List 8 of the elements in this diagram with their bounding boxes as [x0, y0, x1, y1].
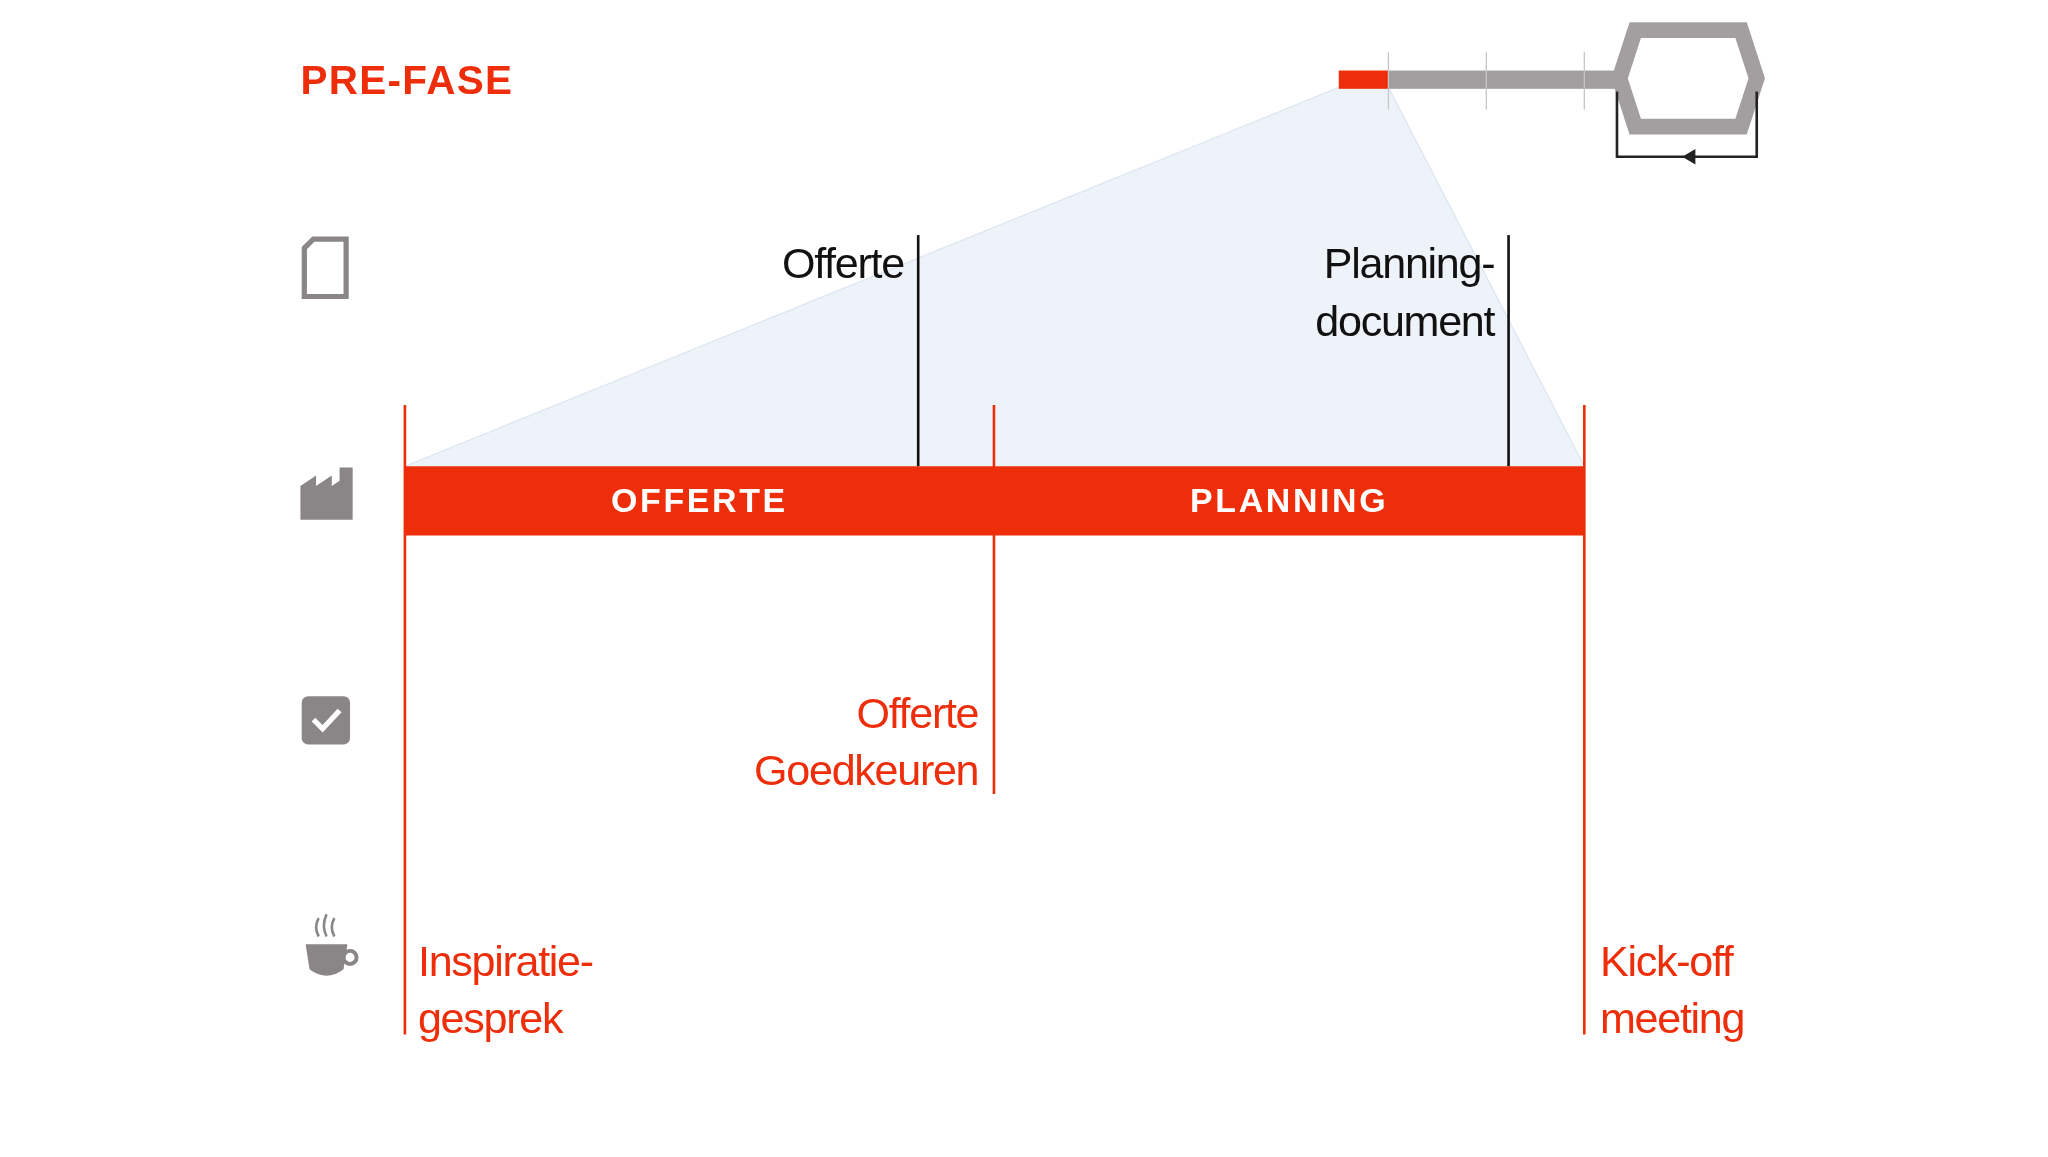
- milestone-label: Planning- document: [1314, 238, 1495, 347]
- milestone-label: Kick-off meeting: [1600, 935, 1746, 1045]
- phase-band: PLANNING: [993, 466, 1585, 536]
- phase-band: OFFERTE: [404, 466, 994, 536]
- milestone-label: Inspiratie- gesprek: [417, 935, 594, 1045]
- milestone-label: Offerte: [781, 238, 904, 290]
- title: PRE-FASE: [300, 56, 514, 106]
- milestone-label: Offerte Goedkeuren: [753, 687, 979, 797]
